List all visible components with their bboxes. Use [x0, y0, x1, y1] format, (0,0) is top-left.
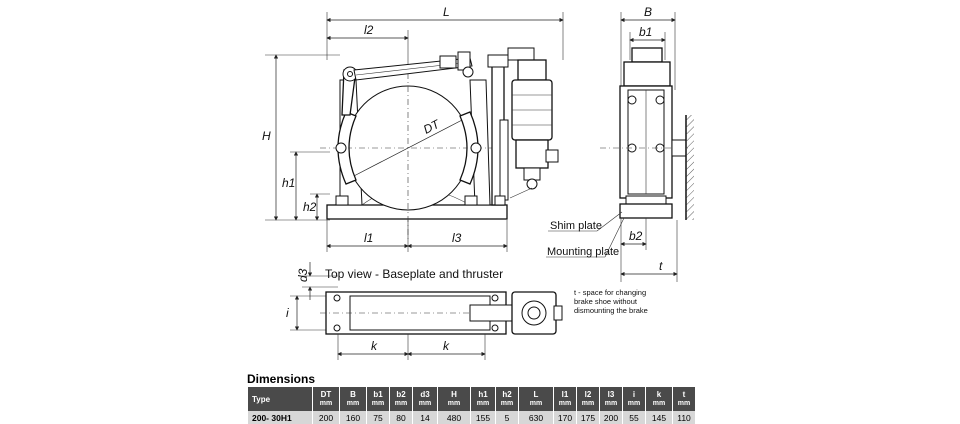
column-unit: mm	[652, 400, 666, 407]
column-name: H	[451, 390, 457, 399]
table-cell: 55	[623, 411, 645, 424]
dim-l2-label: l2	[364, 23, 374, 37]
dim-d3-label: d3	[296, 268, 310, 282]
table-cell: 14	[413, 411, 437, 424]
column-unit: mm	[346, 400, 360, 407]
dim-l1-label: l1	[364, 231, 373, 245]
dim-L-label: L	[443, 5, 450, 19]
dim-B-label: B	[644, 5, 652, 19]
side-view: B b1 b2 t Shim plate	[546, 5, 694, 282]
table-cell: 160	[340, 411, 366, 424]
column-name: i	[632, 390, 636, 399]
column-name: t	[682, 390, 686, 399]
technical-drawing: L l2 H h1 h2 DT	[262, 5, 694, 360]
front-view: L l2 H h1 h2 DT	[262, 5, 564, 252]
table-cell: 200	[313, 411, 339, 424]
column-name: h1	[478, 390, 488, 399]
column-unit: mm	[581, 400, 595, 407]
table-cell: 170	[554, 411, 576, 424]
dim-H-label: H	[262, 129, 271, 143]
column-name: l1	[561, 390, 569, 399]
column-unit: mm	[418, 400, 432, 407]
dim-k-right-label: k	[443, 339, 450, 353]
column-unit: mm	[500, 400, 514, 407]
table-cell: 200- 30H1	[248, 411, 312, 424]
column-unit: mm	[371, 400, 385, 407]
column-name: Type	[252, 394, 271, 404]
shim-plate-callout: Shim plate	[550, 220, 602, 232]
table-cell: 5	[496, 411, 518, 424]
dim-t-label: t	[659, 259, 663, 273]
column-name: d3	[420, 390, 430, 399]
column-unit: mm	[529, 400, 543, 407]
column-unit: mm	[677, 400, 691, 407]
column-unit: mm	[558, 400, 572, 407]
table-cell: 80	[390, 411, 412, 424]
column-name: l3	[607, 390, 615, 399]
table-cell: 145	[646, 411, 672, 424]
column-unit: mm	[627, 400, 641, 407]
dim-i-label: i	[286, 306, 289, 320]
column-unit: mm	[604, 400, 618, 407]
note-line-3: dismounting the brake	[574, 306, 648, 315]
column-name: L	[533, 390, 539, 399]
table-cell: 75	[367, 411, 389, 424]
note-line-2: brake shoe without	[574, 297, 638, 306]
top-view: Top view - Baseplate and thruster d3 i k	[286, 262, 648, 360]
table-cell: 480	[438, 411, 470, 424]
column-name: h2	[502, 390, 512, 399]
column-name: k	[656, 390, 662, 399]
table-cell: 175	[577, 411, 599, 424]
column-unit: mm	[476, 400, 490, 407]
dim-h2-label: h2	[303, 200, 317, 214]
table-cell: 155	[471, 411, 495, 424]
column-name: DT	[320, 390, 332, 399]
dim-l3-label: l3	[452, 231, 462, 245]
note-line-1: t - space for changing	[574, 288, 646, 297]
table-cell: 630	[519, 411, 553, 424]
dim-b2-label: b2	[629, 229, 643, 243]
column-unit: mm	[319, 400, 333, 407]
table-cell: 200	[600, 411, 622, 424]
top-view-title: Top view - Baseplate and thruster	[325, 267, 503, 281]
table-cell: 110	[673, 411, 695, 424]
column-unit: mm	[394, 400, 408, 407]
column-name: b1	[373, 390, 383, 399]
column-name: b2	[396, 390, 406, 399]
column-name: l2	[584, 390, 592, 399]
dim-k-left-label: k	[371, 339, 378, 353]
dim-b1-label: b1	[639, 25, 652, 39]
column-name: B	[350, 390, 356, 399]
dim-h1-label: h1	[282, 176, 295, 190]
column-unit: mm	[447, 400, 461, 407]
mounting-plate-callout: Mounting plate	[547, 246, 619, 258]
dimensions-title: Dimensions	[247, 372, 316, 386]
column-header-type: Type	[248, 387, 312, 411]
